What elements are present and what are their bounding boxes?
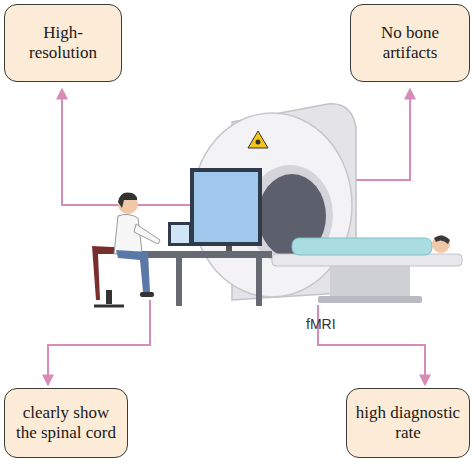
small-monitor	[168, 222, 192, 246]
table-top	[272, 254, 462, 266]
scanner-face	[192, 113, 352, 297]
table-pedestal	[330, 266, 410, 296]
monitor-screen	[194, 172, 258, 242]
leader-arrows	[48, 90, 425, 384]
patient-body	[292, 238, 432, 255]
doctor-shoe	[140, 292, 154, 297]
benefit-box: clearly show the spinal cord	[4, 388, 128, 458]
box-text: high diagnostic rate	[355, 403, 461, 444]
chair-post	[106, 290, 112, 304]
chair-base	[94, 305, 124, 308]
table-base	[318, 296, 422, 303]
doctor-legs	[116, 250, 150, 292]
patient-head	[432, 235, 450, 253]
doctor-hair	[118, 192, 137, 208]
modality-label: fMRI	[306, 316, 336, 332]
desk-leg	[256, 258, 262, 306]
doctor-arm	[134, 224, 160, 244]
leader-arrow	[48, 300, 150, 384]
workstation	[140, 168, 272, 306]
desk-leg	[176, 258, 182, 306]
patient-table	[272, 235, 462, 303]
benefit-box: High-resolution	[4, 4, 122, 82]
monitor-frame	[190, 168, 262, 246]
box-text: High-resolution	[13, 23, 113, 64]
doctor	[92, 192, 160, 306]
patient-hair	[434, 235, 450, 244]
radiation-dot	[256, 140, 261, 145]
small-screen	[171, 225, 189, 243]
desk-top	[140, 251, 272, 258]
radiation-sign	[248, 131, 268, 148]
benefit-box: high diagnostic rate	[346, 388, 470, 458]
box-text: No bone artifacts	[359, 23, 461, 64]
benefit-box: No bone artifacts	[350, 4, 470, 82]
box-text: clearly show the spinal cord	[13, 403, 119, 444]
